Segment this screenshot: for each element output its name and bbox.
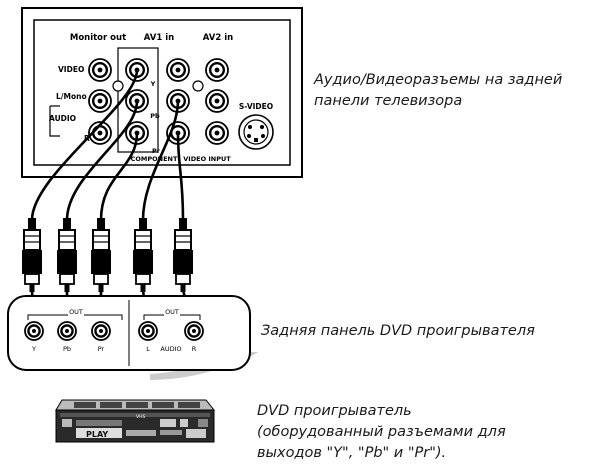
tv-panel-caption: Аудио/Видеоразъемы на задней панели теле… [314, 70, 562, 112]
dvd-player-caption-line-3: выходов "Y", "Pb" и "Pr"). [257, 445, 447, 461]
av1-in-label: AV1 in [144, 33, 174, 43]
dvd-out-label-right: OUT [165, 308, 179, 316]
lmono-row-label: L/Mono [56, 92, 87, 101]
pb-label: Pb [150, 112, 160, 120]
monitor-out-label: Monitor out [70, 33, 126, 43]
av2-l-jack[interactable] [205, 89, 229, 113]
svideo-jack[interactable] [238, 114, 274, 150]
video-input-label: VIDEO INPUT [183, 155, 231, 163]
cable-pb [57, 100, 139, 331]
av2-r-jack[interactable] [205, 121, 229, 145]
dvd-jack-pb-label: Pb [63, 345, 71, 353]
dvd-y-jack[interactable] [24, 321, 44, 341]
dvd-pb-jack[interactable] [57, 321, 77, 341]
dvd-jack-r-label: R [192, 345, 197, 353]
dvd-panel-caption: Задняя панель DVD проигрывателя [261, 321, 535, 342]
dvd-brand-text: VHS [136, 414, 145, 420]
dvd-jack-pr-label: Pr [98, 345, 105, 353]
audio-row-label: AUDIO [49, 114, 76, 123]
tv-rear-panel: Monitor out AV1 in AV2 in VIDEO L/Mono A… [21, 7, 303, 178]
monitor-l-jack[interactable] [88, 89, 112, 113]
dvd-panel-caption-line: Задняя панель DVD проигрывателя [261, 323, 535, 339]
mount-hole [192, 80, 204, 92]
cable-pr [91, 132, 139, 331]
tv-panel-caption-line-2: панели телевизора [314, 93, 463, 109]
dvd-pr-jack[interactable] [91, 321, 111, 341]
dvd-l-jack[interactable] [138, 321, 158, 341]
video-row-label: VIDEO [58, 65, 84, 74]
av2-in-label: AV2 in [203, 33, 233, 43]
av1-video-jack[interactable] [166, 58, 190, 82]
dvd-rear-panel: OUT OUT Y Pb Pr L AUDIO R [7, 295, 258, 380]
monitor-video-jack[interactable] [88, 58, 112, 82]
dvd-jack-y-label: Y [31, 345, 36, 353]
svideo-label: S-VIDEO [239, 102, 273, 111]
dvd-player-caption-line-1: DVD проигрыватель [257, 403, 412, 419]
component-label: COMPONENT [131, 155, 178, 163]
mount-hole [112, 80, 124, 92]
dvd-r-jack[interactable] [184, 321, 204, 341]
dvd-player-device: PLAY VHS [55, 399, 216, 443]
y-label: Y [150, 80, 156, 88]
pr-label: Pr [152, 147, 161, 155]
dvd-player-caption-line-2: (оборудованный разъемами для [257, 424, 506, 440]
dvd-jack-audio-label: AUDIO [160, 345, 181, 353]
dvd-out-label-left: OUT [69, 308, 83, 316]
dvd-player-caption: DVD проигрыватель (оборудованный разъема… [257, 401, 506, 464]
av2-video-jack[interactable] [205, 58, 229, 82]
tv-panel-caption-line-1: Аудио/Видеоразъемы на задней [314, 72, 563, 88]
dvd-jack-l-label: L [146, 345, 150, 353]
dvd-display-text: PLAY [86, 430, 108, 439]
